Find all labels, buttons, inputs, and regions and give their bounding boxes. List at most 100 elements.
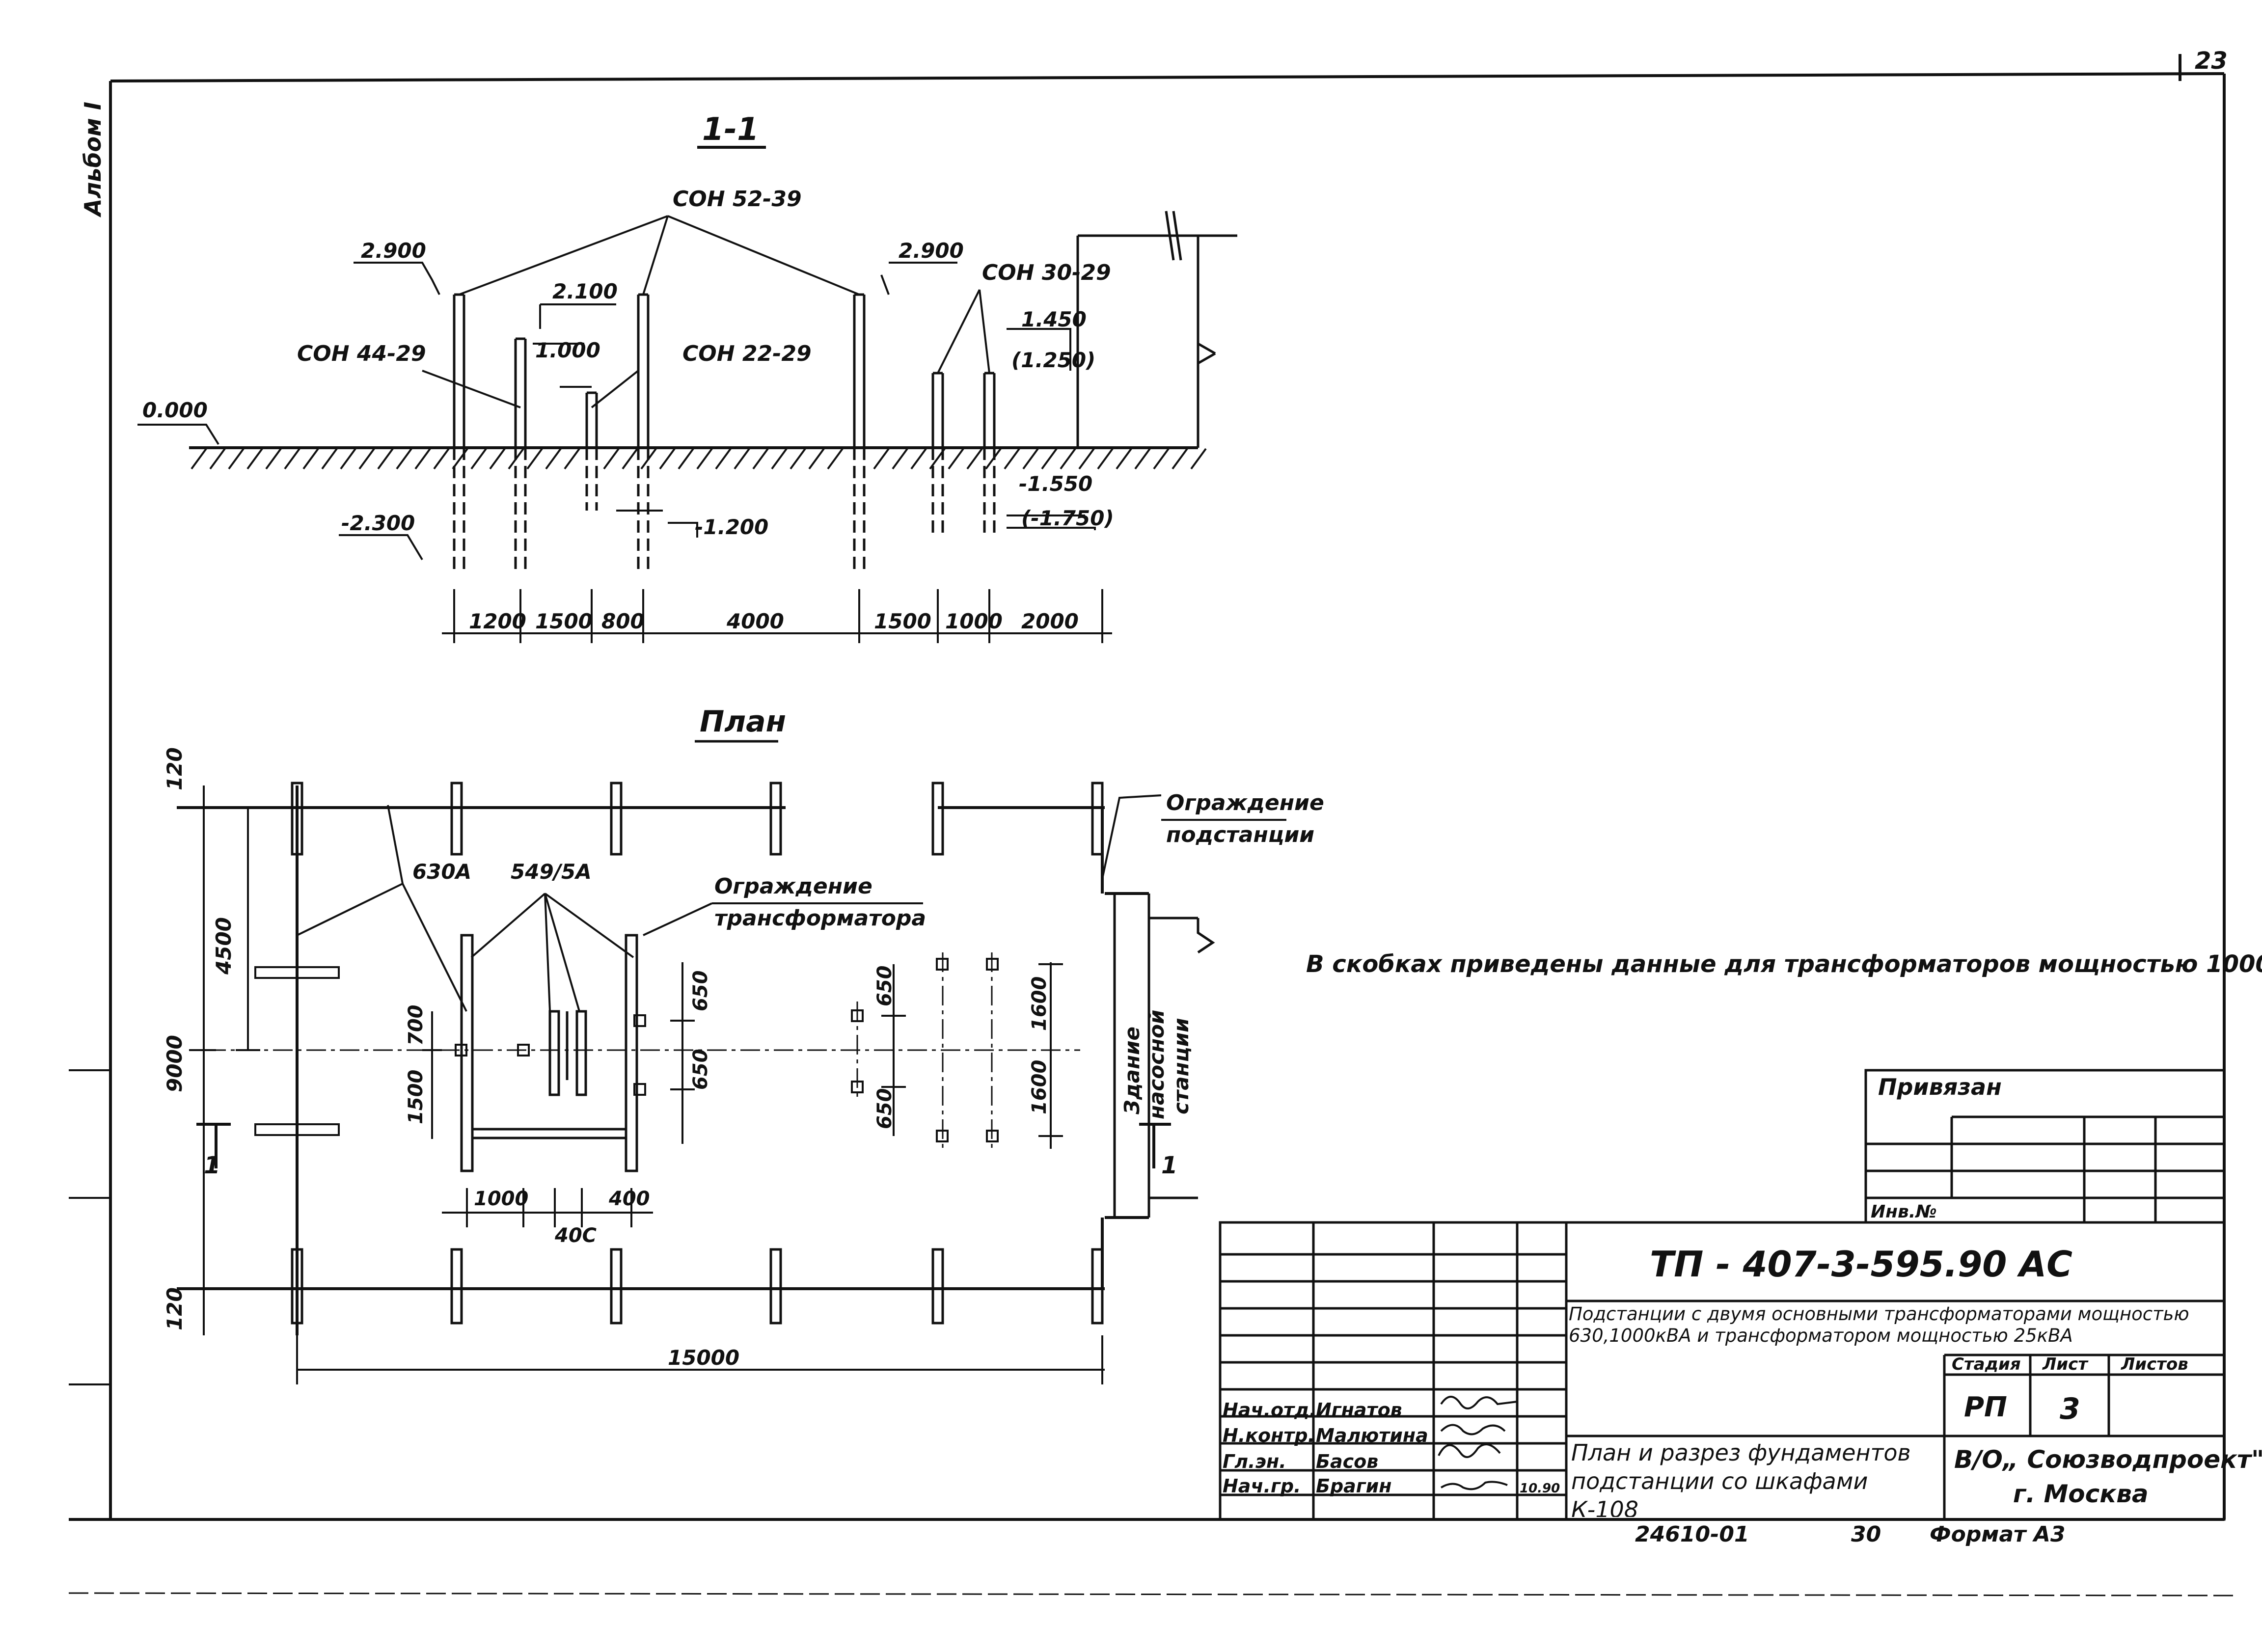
hatch-stroke xyxy=(966,448,983,470)
dim-400b-plan: 40С xyxy=(554,1224,597,1247)
handwritten-signatures xyxy=(1438,1396,1518,1490)
hatch-stroke xyxy=(1041,448,1058,470)
fence-substation-label-1: Ограждение xyxy=(1166,790,1324,815)
hatch-stroke xyxy=(209,448,226,470)
hatch-stroke xyxy=(715,448,732,470)
city: г. Москва xyxy=(2013,1480,2149,1508)
fence-post xyxy=(610,782,623,856)
dim-1600a: 1600 xyxy=(1028,976,1051,1031)
ground-hatching xyxy=(191,448,1207,470)
name-1: Малютина xyxy=(1316,1425,1428,1446)
post-label-con30: СОН 30-29 xyxy=(982,260,1111,285)
building-outline xyxy=(1113,894,1215,1218)
hatch-stroke xyxy=(659,448,676,470)
dim-650a: 650 xyxy=(689,971,712,1012)
mark-small: 1.000 xyxy=(535,338,600,362)
hatch-stroke xyxy=(1190,448,1207,470)
label-549: 549/5А xyxy=(511,860,592,884)
dim-650c: 650 xyxy=(873,966,896,1007)
hatch-stroke xyxy=(414,448,431,470)
hatch-stroke xyxy=(1078,448,1095,470)
hatch-stroke xyxy=(790,448,806,470)
hatch-stroke xyxy=(470,448,487,470)
stage-label: Стадия xyxy=(1952,1354,2021,1374)
dim-650b: 650 xyxy=(689,1049,712,1090)
dim-1500: 1500 xyxy=(535,609,593,633)
description-box: Подстанции с двумя основными трансформат… xyxy=(1569,1303,2189,1346)
hatch-stroke xyxy=(191,448,207,470)
fence-post xyxy=(769,1248,782,1325)
hatch-stroke xyxy=(1022,448,1039,470)
fence-post xyxy=(1091,1248,1104,1325)
dim-4000: 4000 xyxy=(726,609,784,633)
signature-rows: Нач.отд. Игнатов Н.контр. Малютина Гл.эн… xyxy=(1223,1399,1560,1497)
fence-post xyxy=(1091,782,1104,856)
hatch-stroke xyxy=(1134,448,1151,470)
hatch-stroke xyxy=(734,448,750,470)
hatch-stroke xyxy=(564,448,580,470)
date-note: 10.90 xyxy=(1520,1481,1560,1496)
posts xyxy=(453,211,1237,569)
hatch-stroke xyxy=(910,448,927,470)
dim-top-120: 120 xyxy=(163,747,187,790)
fence-post xyxy=(610,1248,623,1325)
hatch-stroke xyxy=(433,448,450,470)
hatch-stroke xyxy=(321,448,338,470)
hatch-stroke xyxy=(489,448,506,470)
name-2: Басов xyxy=(1316,1451,1378,1472)
hatch-stroke xyxy=(284,448,300,470)
hatch-stroke xyxy=(1060,448,1076,470)
document-code: ТП - 407-3-595.90 АС xyxy=(1650,1244,2072,1285)
post-label-con52: СОН 52-39 xyxy=(673,187,802,212)
dim-650d: 650 xyxy=(873,1088,896,1130)
dim-400-plan: 400 xyxy=(608,1188,650,1210)
hatch-stroke xyxy=(246,448,263,470)
sheet-frame xyxy=(68,54,2239,1597)
sheets-label: Листов xyxy=(2121,1354,2188,1374)
inv-label: Инв.№ xyxy=(1871,1202,1937,1222)
section-dimension-chain xyxy=(442,589,1112,643)
mark-bottom-mid: -1.200 xyxy=(695,515,768,539)
dim-800: 800 xyxy=(601,609,645,633)
building-label-2: насосной xyxy=(1145,1010,1169,1119)
fence-post xyxy=(291,1248,303,1325)
transformer-fence xyxy=(460,934,638,1172)
plan-leaders xyxy=(297,794,1286,1012)
hatch-stroke xyxy=(771,448,788,470)
album-label: Альбом I xyxy=(80,102,106,217)
hatch-stroke xyxy=(1097,448,1114,470)
fence-post xyxy=(769,782,782,856)
role-0: Нач.отд. xyxy=(1223,1399,1316,1421)
sheet-title-box: План и разрез фундаментов подстанции со … xyxy=(1571,1439,1911,1517)
hatch-stroke xyxy=(1004,448,1020,470)
title-block xyxy=(1219,1069,2226,1521)
dim-700-plan: 700 xyxy=(405,1005,427,1046)
name-0: Игнатов xyxy=(1316,1399,1402,1421)
plan-view: План xyxy=(163,704,1324,1384)
role-2: Гл.эн. xyxy=(1223,1451,1286,1472)
hatch-stroke xyxy=(827,448,844,470)
project-description: Подстанции с двумя основными трансформат… xyxy=(1569,1303,2189,1346)
fence-posts xyxy=(291,782,1104,1325)
hatch-stroke xyxy=(358,448,375,470)
hatch-stroke xyxy=(873,448,890,470)
archive-number: 24610-01 xyxy=(1635,1522,1749,1547)
building-label-3: станции xyxy=(1169,1018,1193,1114)
dim-1200: 1200 xyxy=(469,609,526,633)
hatch-stroke xyxy=(1172,448,1188,470)
general-note: В скобках приведены данные для трансформ… xyxy=(1306,950,2262,978)
hatch-stroke xyxy=(302,448,319,470)
mark-right-bottom-alt: (-1.750) xyxy=(1021,506,1114,530)
hatch-stroke xyxy=(1116,448,1132,470)
mark-right-bottom: -1.550 xyxy=(1019,472,1092,496)
section-view: 1-1 xyxy=(137,111,1237,643)
center-lines xyxy=(206,952,1080,1149)
hatch-stroke xyxy=(948,448,964,470)
label-630a: 630А xyxy=(412,860,471,884)
fence-post xyxy=(450,782,463,856)
fence-post xyxy=(450,1248,463,1325)
stage-value: РП xyxy=(1964,1391,2007,1423)
substation-fence xyxy=(177,785,1149,1335)
hatch-stroke xyxy=(752,448,769,470)
sheet-label: Лист xyxy=(2042,1354,2089,1374)
